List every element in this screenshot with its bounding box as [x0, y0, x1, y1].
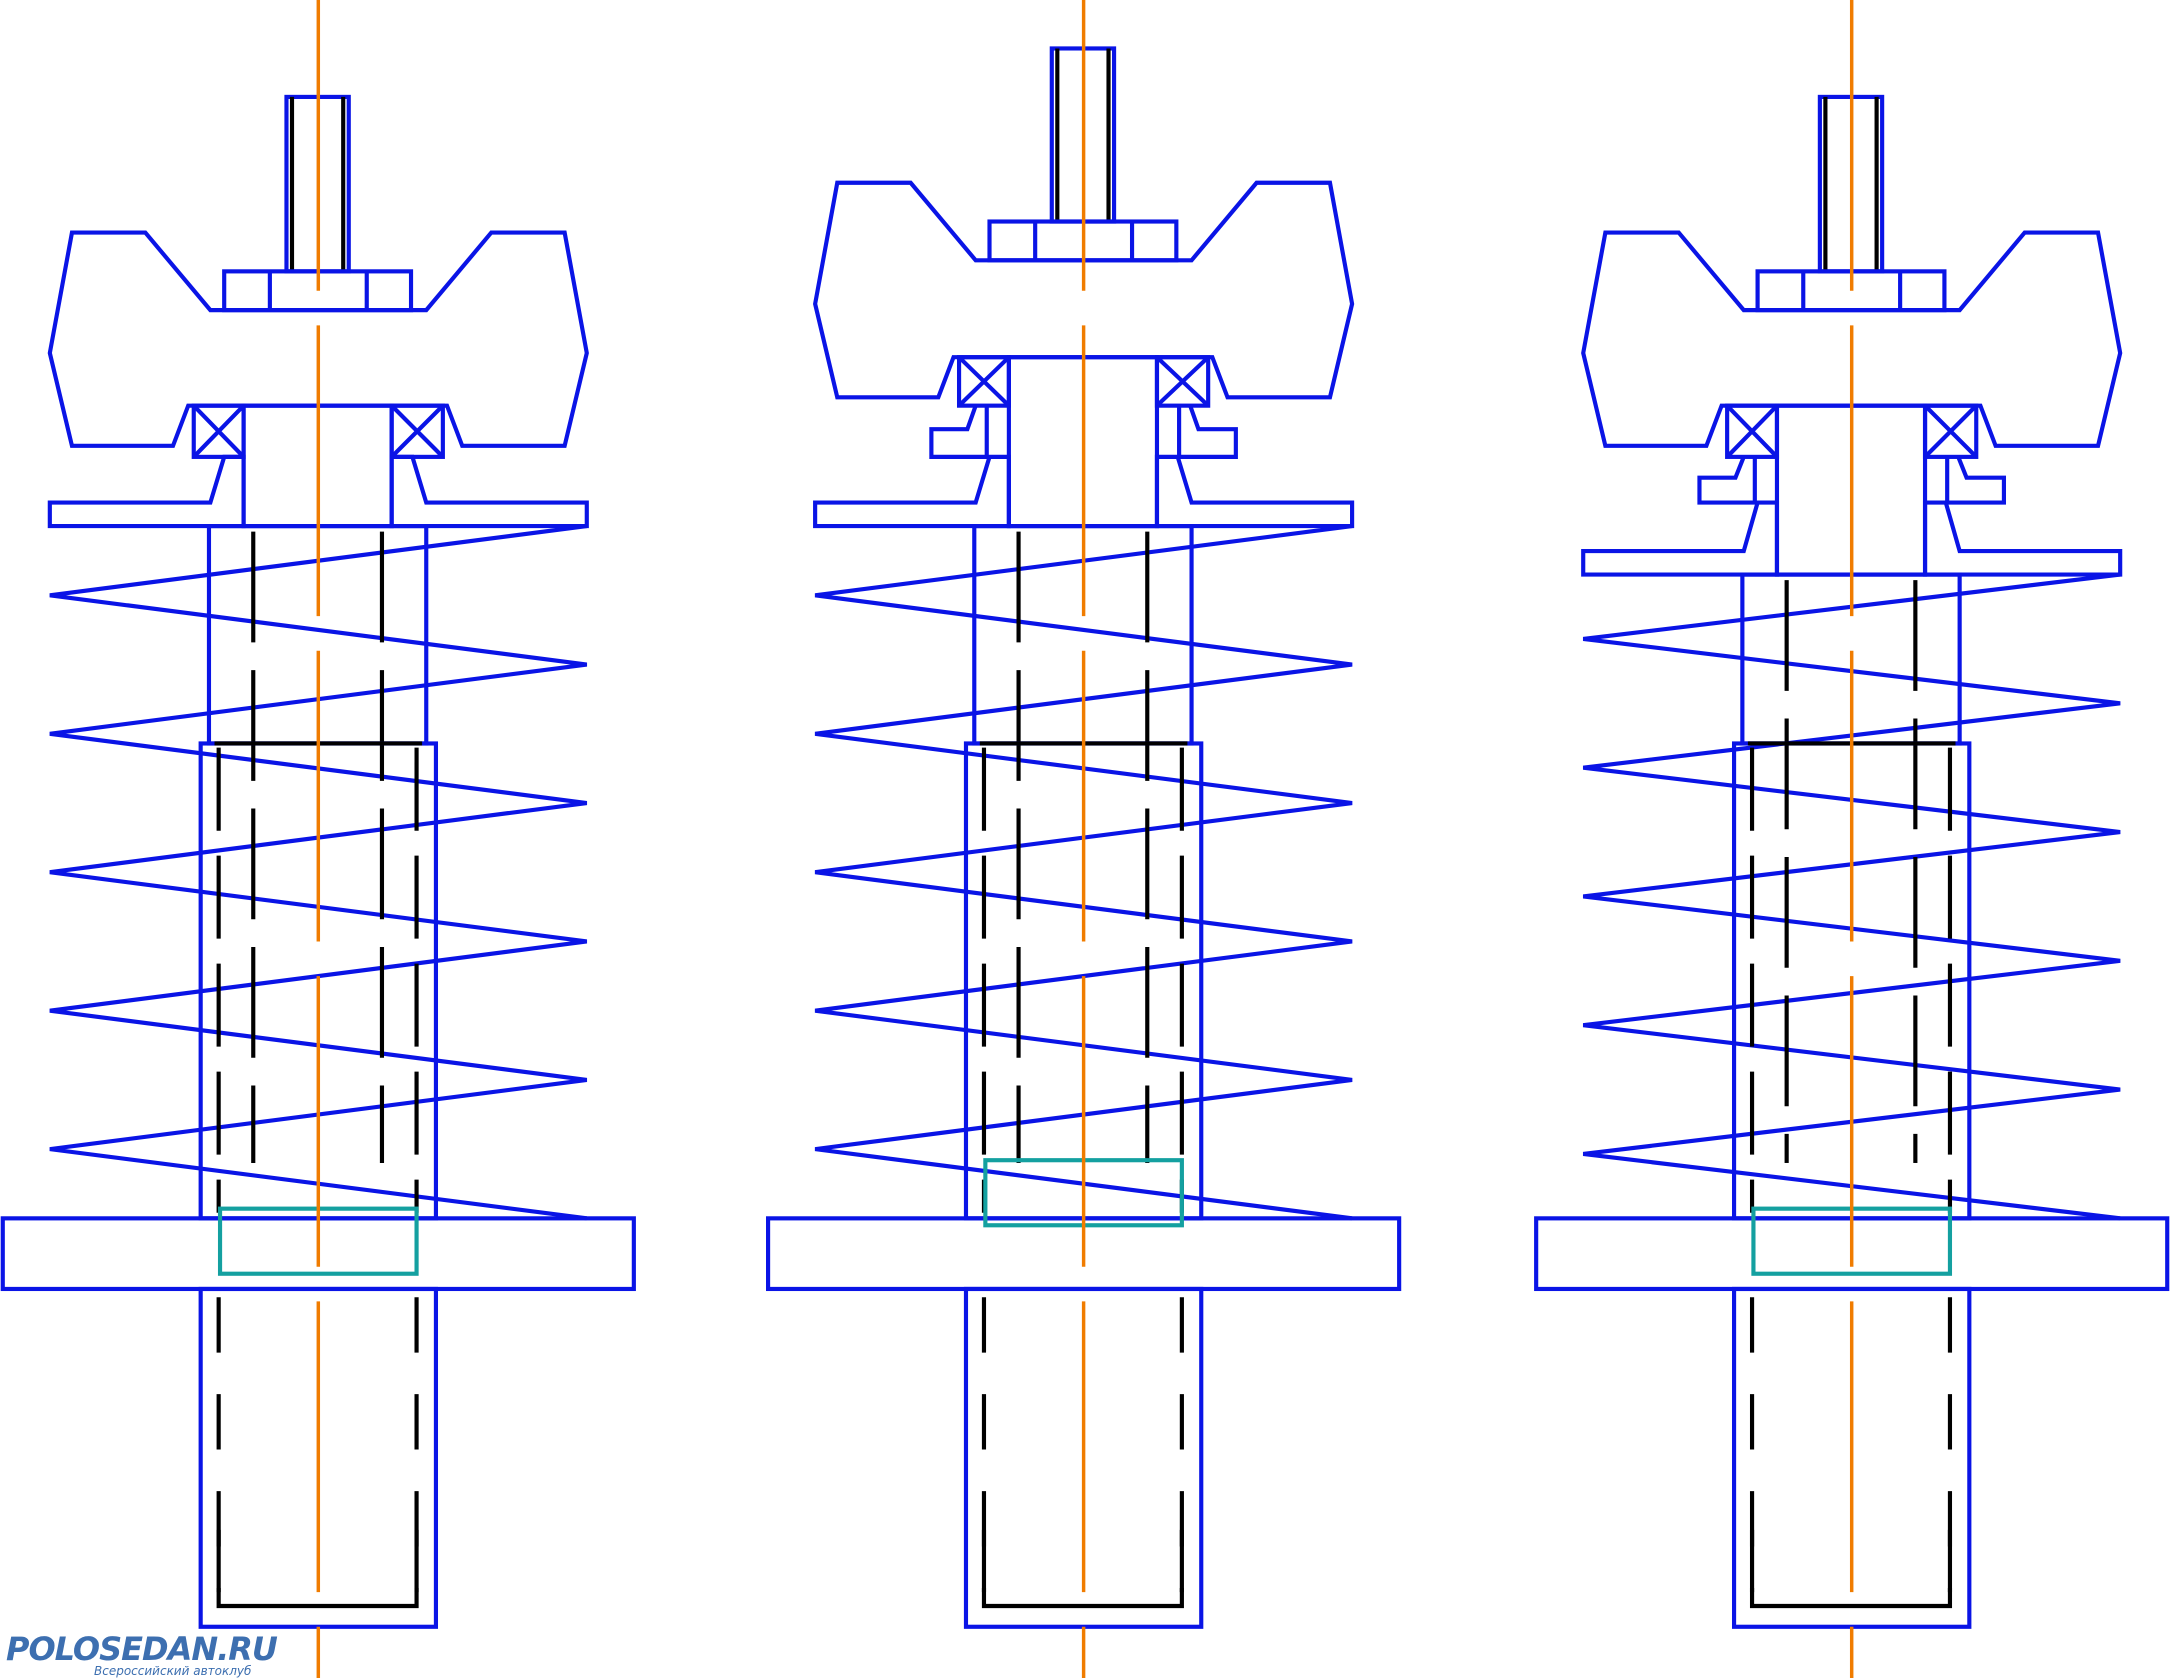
bearing-cross [390, 404, 445, 459]
lower-tube-inner [1749, 1529, 1953, 1609]
lower-tube-inner [981, 1529, 1184, 1609]
coil-spring [814, 524, 1353, 1221]
top-mount [813, 180, 1355, 400]
coil-spring [1582, 572, 2121, 1221]
spring-plate-right [389, 454, 589, 529]
bearing-cross [957, 355, 1011, 408]
bearing-cross [1923, 404, 1978, 459]
bearing-cross [192, 404, 246, 459]
polosedan-logo: POLOSEDAN.RU Всероссийский автоклуб [6, 1630, 278, 1678]
spring-plate-left [813, 454, 1011, 529]
bearing-cross [1155, 355, 1210, 408]
spring-plate-left [47, 454, 246, 529]
strut-variant-1 [0, 0, 636, 1678]
coil-spring [49, 524, 588, 1221]
strut-variant-3 [1534, 0, 2170, 1678]
spring-plate-left [1581, 500, 1780, 577]
lower-tube-inner [216, 1529, 419, 1609]
top-mount [47, 230, 589, 448]
bearing-flange-left [1697, 456, 1757, 505]
bearing-flange-left [929, 404, 989, 459]
bearing-flange-right [1945, 456, 2007, 505]
logo-tagline: Всероссийский автоклуб [94, 1664, 252, 1678]
top-mount [1581, 230, 2123, 448]
bearing-flange-right [1177, 404, 1238, 459]
spring-plate-right [1922, 500, 2123, 577]
bearing-cross [1725, 404, 1779, 459]
strut-variant-2 [766, 0, 1402, 1678]
spring-plate-right [1154, 454, 1355, 529]
logo-text: POLOSEDAN.RU [6, 1630, 278, 1668]
